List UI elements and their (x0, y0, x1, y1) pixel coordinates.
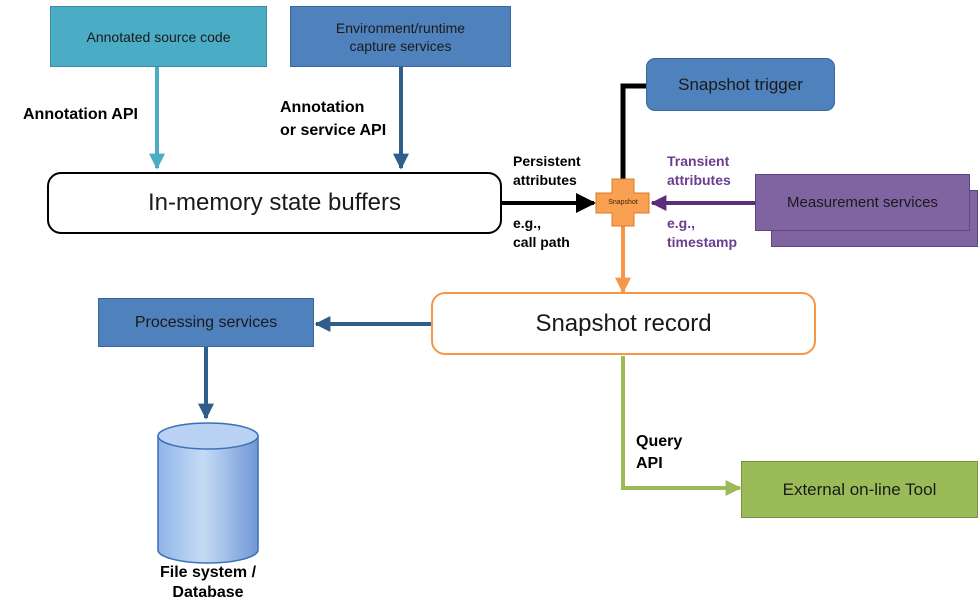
processing-services-node: Processing services (98, 298, 314, 347)
state-buffers-node: In-memory state buffers (47, 172, 502, 234)
snapshot-hub-shape (595, 178, 650, 227)
external-tool-node: External on-line Tool (741, 461, 978, 518)
transient-example-label: e.g., timestamp (667, 215, 738, 250)
file-system-database-label: File system / Database (159, 564, 257, 601)
persistent-example-label: e.g., call path (513, 215, 570, 250)
database-cylinder-icon (157, 422, 259, 564)
trigger-connector (620, 83, 648, 185)
annotated-source-code-node: Annotated source code (50, 6, 267, 67)
persistent-attributes-label: Persistent attributes (513, 153, 581, 188)
snapshot-hub-label: Snapshot (608, 198, 638, 206)
snapshot-trigger-node: Snapshot trigger (646, 58, 835, 111)
snapshot-record-node: Snapshot record (431, 292, 816, 355)
annotation-api-label: Annotation API (23, 106, 138, 123)
transient-attributes-label: Transient attributes (667, 153, 731, 188)
env-runtime-capture-node: Environment/runtime capture services (290, 6, 511, 67)
query-api-label: Query API (636, 433, 683, 472)
query-api-arrow (621, 356, 742, 496)
annotation-service-api-label: Annotation or service API (280, 99, 387, 139)
measurement-services-node: Measurement services (755, 174, 970, 231)
